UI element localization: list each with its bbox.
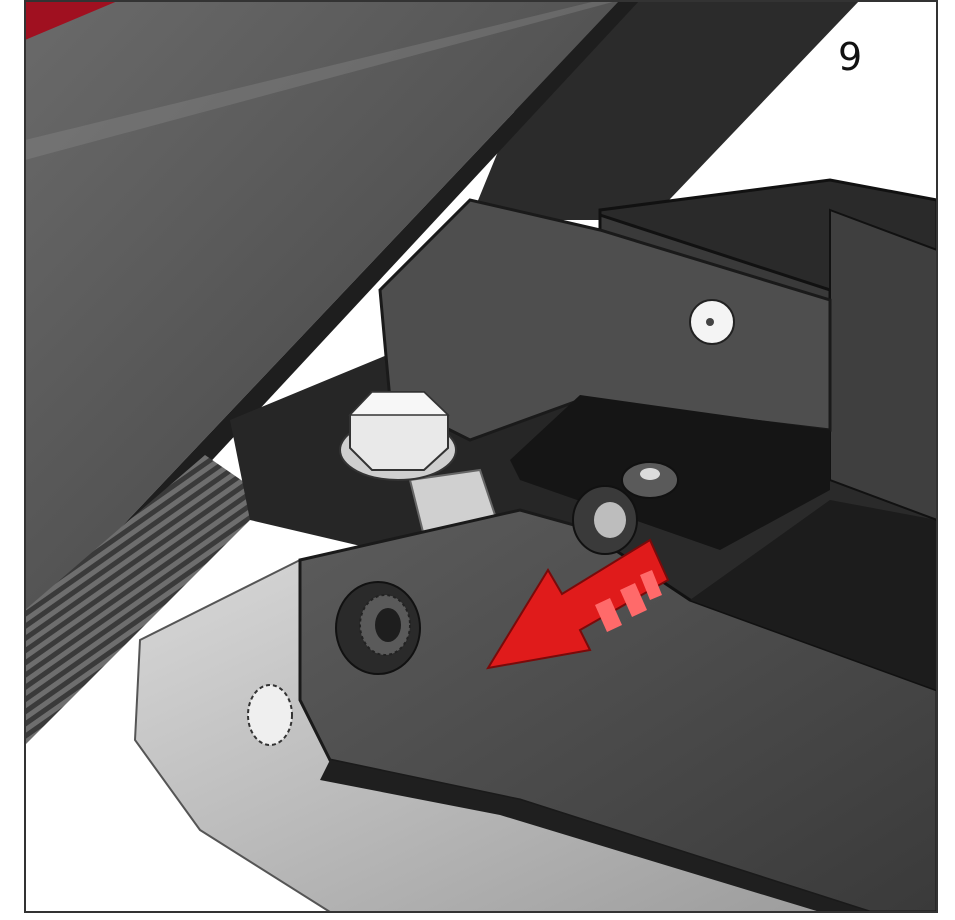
pivot-nut: [335, 581, 421, 675]
seat-edge: [25, 0, 120, 40]
plate-hole: [247, 684, 293, 746]
direction-arrow: [485, 538, 670, 670]
step-number: 9: [838, 35, 863, 79]
figure-border: [24, 0, 938, 913]
coil-spring: [25, 455, 270, 745]
hex-bolt: [339, 391, 457, 481]
upper-plate: [25, 0, 620, 620]
